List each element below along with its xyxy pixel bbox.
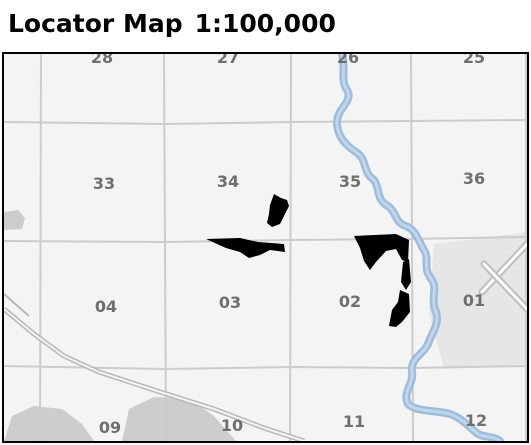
map-title-text: Locator Map — [8, 9, 183, 38]
section-label-26: 26 — [337, 54, 359, 67]
highway — [4, 293, 305, 441]
grid-line-h3 — [4, 365, 527, 371]
grid-line-h2 — [4, 236, 527, 244]
section-label-02: 02 — [339, 292, 361, 311]
section-label-03: 03 — [219, 293, 241, 312]
parcel-34-south — [206, 238, 285, 258]
section-label-35: 35 — [339, 172, 361, 191]
airport-runways — [478, 240, 527, 313]
grid-line-v2 — [163, 54, 167, 441]
section-label-10: 10 — [221, 416, 243, 435]
section-label-28: 28 — [91, 54, 113, 67]
grid-line-v3 — [289, 54, 292, 441]
terrain-patch-left — [4, 210, 25, 230]
parcel-34-north — [267, 194, 289, 227]
section-label-33: 33 — [93, 174, 115, 193]
parcel-02-east — [401, 259, 411, 290]
locator-map[interactable]: 28 27 26 25 33 34 35 36 04 03 02 01 09 1… — [2, 52, 529, 443]
river — [333, 54, 504, 441]
section-labels: 28 27 26 25 33 34 35 36 04 03 02 01 09 1… — [91, 54, 487, 437]
section-label-09: 09 — [99, 418, 121, 437]
map-title: Locator Map 1:100,000 — [8, 2, 336, 46]
section-label-11: 11 — [343, 412, 365, 431]
parcel-02-north — [354, 234, 409, 270]
section-label-25: 25 — [463, 54, 485, 67]
terrain-patch-bottom-left — [4, 406, 94, 441]
section-label-12: 12 — [465, 411, 487, 430]
parcel-02-south — [389, 290, 410, 327]
section-label-36: 36 — [463, 169, 485, 188]
map-canvas: 28 27 26 25 33 34 35 36 04 03 02 01 09 1… — [4, 54, 527, 441]
grid-line-v1 — [39, 54, 42, 441]
map-scale: 1:100,000 — [194, 9, 336, 38]
terrain-patch-bottom-mid — [122, 397, 236, 441]
grid-line-h1 — [4, 119, 527, 126]
section-label-27: 27 — [217, 54, 239, 67]
section-label-01: 01 — [463, 291, 485, 310]
section-label-04: 04 — [95, 297, 117, 316]
section-label-34: 34 — [217, 172, 239, 191]
parcels — [206, 194, 411, 327]
